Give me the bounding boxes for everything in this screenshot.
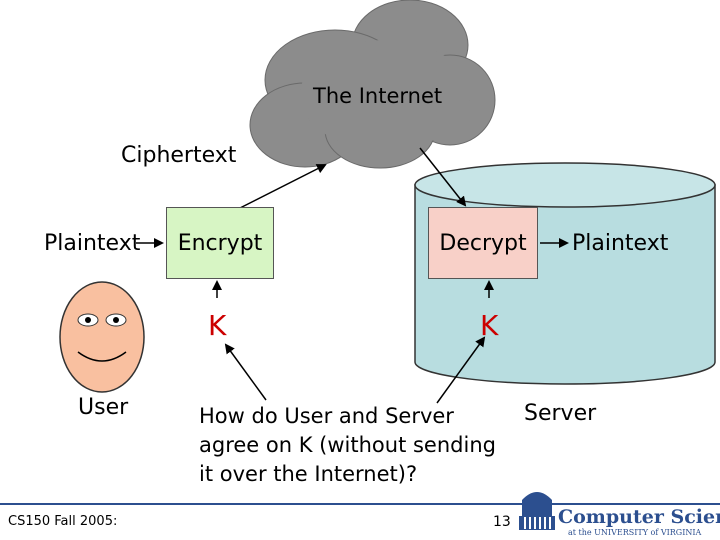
arrow-question-to-right-key [436, 336, 486, 404]
user-face [59, 281, 145, 393]
rotunda-logo-icon [519, 492, 555, 530]
question-line-3: it over the Internet)? [199, 462, 418, 486]
key-right: K [480, 309, 499, 342]
question-line-2: agree on K (without sending [199, 433, 496, 457]
footer-divider [0, 503, 720, 505]
server-label: Server [524, 401, 597, 426]
question-line-1: How do User and Server [199, 404, 454, 428]
arrows [136, 147, 569, 404]
user-label: User [78, 395, 129, 420]
internet-cloud [249, 0, 496, 169]
encrypt-box: Encrypt [166, 207, 274, 279]
arrow-internet-to-decrypt [419, 147, 467, 207]
footer-course: CS150 Fall 2005: [8, 514, 118, 529]
footer-logo-title: Computer Science [558, 506, 720, 528]
footer-page-number: 13 [493, 514, 511, 530]
footer-logo-subtitle: at the UNIVERSITY of VIRGINIA [568, 528, 702, 537]
internet-label: The Internet [313, 84, 443, 108]
arrow-encrypt-to-internet [239, 164, 327, 209]
key-left: K [208, 309, 227, 342]
plaintext-right-label: Plaintext [572, 231, 669, 256]
decrypt-box: Decrypt [428, 207, 538, 279]
plaintext-left-label: Plaintext [44, 231, 141, 256]
question-text: How do User and Server agree on K (witho… [199, 402, 496, 489]
ciphertext-label: Ciphertext [121, 143, 237, 168]
arrow-question-to-left-key [224, 343, 267, 401]
